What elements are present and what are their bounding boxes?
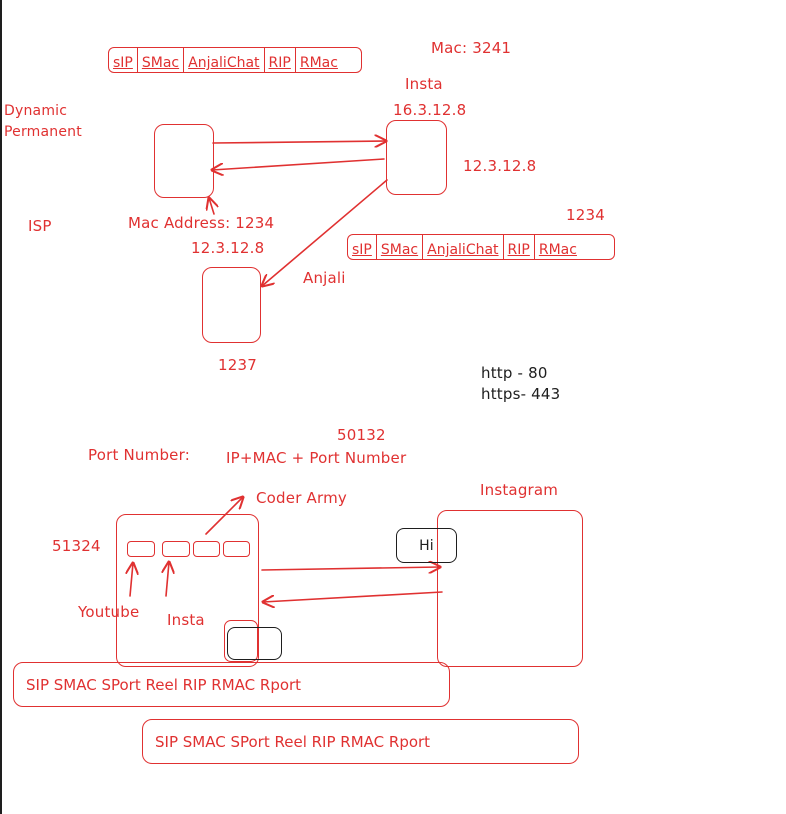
https-port-label: https- 443 xyxy=(481,385,561,403)
canvas-left-edge xyxy=(0,0,2,814)
insta-tab-label: Insta xyxy=(167,611,205,629)
arrow-instagram-to-laptop xyxy=(263,591,443,602)
arrow-insta-pointer xyxy=(166,562,169,597)
num-50132-label: 50132 xyxy=(337,426,386,444)
num-51324-label: 51324 xyxy=(52,537,101,555)
port-slot-youtube[interactable] xyxy=(127,541,155,557)
youtube-label: Youtube xyxy=(78,603,140,621)
arrow-laptop-to-instagram xyxy=(261,567,440,570)
packet-field-2: AnjaliChat xyxy=(184,48,265,72)
packet-field-3: RIP xyxy=(504,235,535,259)
laptop-device-box[interactable] xyxy=(116,514,259,667)
arrow-insta-to-anjali xyxy=(262,179,388,286)
instagram-server-box[interactable] xyxy=(437,510,583,667)
mac-address-label: Mac Address: 1234 xyxy=(128,214,275,232)
insta-label: Insta xyxy=(405,75,443,93)
insta-server-box[interactable] xyxy=(386,120,447,195)
anjali-label: Anjali xyxy=(303,269,346,287)
coder-army-label: Coder Army xyxy=(256,489,347,507)
left-ip-label: 12.3.12.8 xyxy=(191,239,265,257)
dynamic-label: Dynamic xyxy=(4,103,68,119)
packet-field-3: RIP xyxy=(265,48,296,72)
packet-field-1: SMac xyxy=(138,48,185,72)
port-number-label: Port Number: xyxy=(88,446,190,464)
num-1237-label: 1237 xyxy=(218,356,257,374)
packet-field-4: RMac xyxy=(299,55,338,71)
num-1234-label: 1234 xyxy=(566,206,605,224)
overlap-box-black[interactable] xyxy=(227,627,282,660)
arrow-mac-address-pointer xyxy=(209,198,214,215)
packet-field-2: AnjaliChat xyxy=(423,235,504,259)
arrow-device-to-insta xyxy=(212,141,386,143)
hi-message-box[interactable]: Hi xyxy=(396,528,457,563)
packet-field-0: sIP xyxy=(348,235,377,259)
packet-field-0: sIP xyxy=(109,48,138,72)
anjali-device-box[interactable] xyxy=(202,267,261,343)
ip-mac-port-label: IP+MAC + Port Number xyxy=(226,449,407,467)
instagram-label: Instagram xyxy=(480,481,559,499)
isp-label: ISP xyxy=(28,217,52,235)
packet-field-4: RMac xyxy=(538,242,577,258)
packet-field-1: SMac xyxy=(377,235,424,259)
port-slot-coder-army[interactable] xyxy=(193,541,220,557)
overlap-box-red[interactable] xyxy=(224,620,258,662)
hi-message-text: Hi xyxy=(419,537,434,554)
packet-strip-bottom-2: SIP SMAC SPort Reel RIP RMAC Rport xyxy=(142,719,579,764)
port-slot-insta[interactable] xyxy=(162,541,190,557)
permanent-label: Permanent xyxy=(4,124,82,140)
arrow-to-coder-army xyxy=(205,497,243,535)
arrow-insta-to-device xyxy=(212,158,385,170)
device-box-left[interactable] xyxy=(154,124,214,198)
mac-label-top: Mac: 3241 xyxy=(431,39,512,57)
http-port-label: http - 80 xyxy=(481,364,548,382)
port-slot-extra[interactable] xyxy=(223,541,250,557)
arrow-youtube-pointer xyxy=(130,563,133,597)
packet-strip-bottom-1: SIP SMAC SPort Reel RIP RMAC Rport xyxy=(13,662,450,707)
insta-ip-label: 16.3.12.8 xyxy=(393,101,467,119)
right-ip-label: 12.3.12.8 xyxy=(463,157,537,175)
